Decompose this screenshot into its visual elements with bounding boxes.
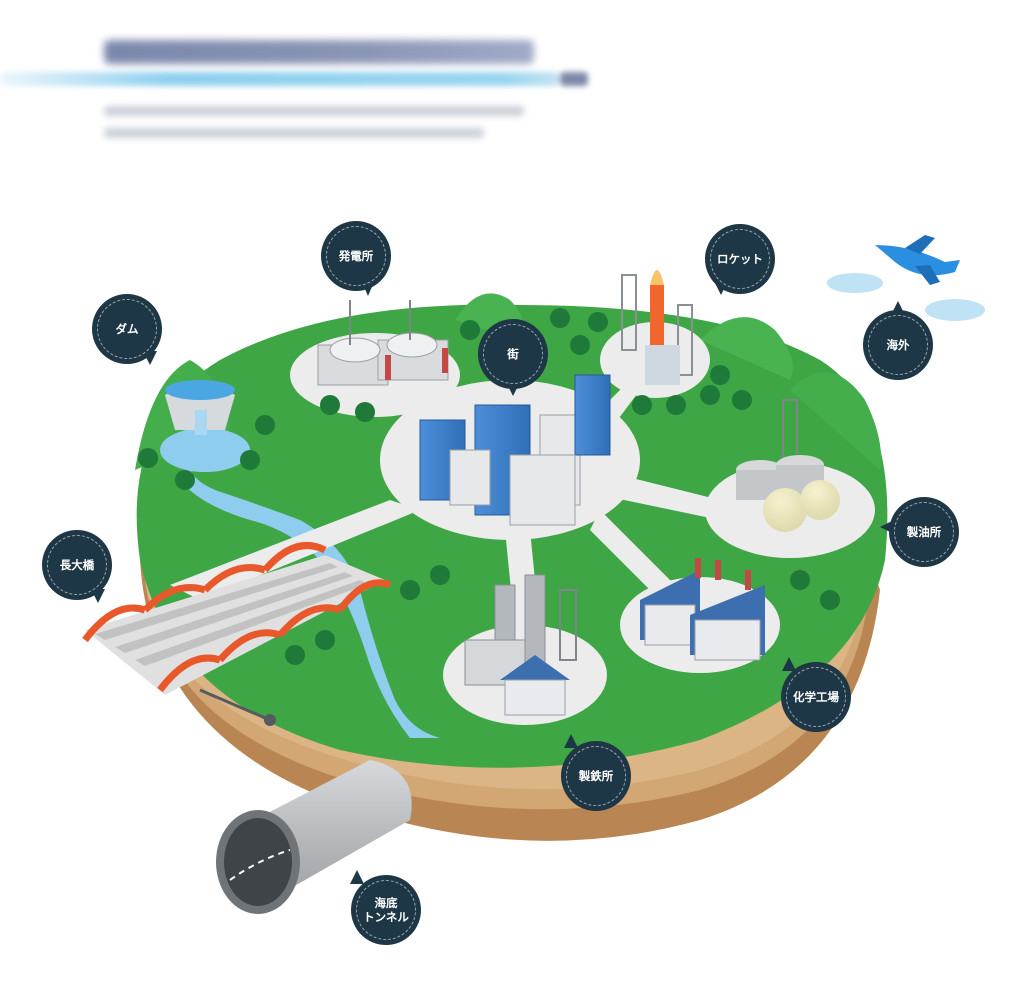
trees [138, 308, 840, 665]
label-undersea-tunnel-text: 海底 トンネル [363, 895, 409, 924]
steel-works [464, 574, 577, 716]
label-rocket: ロケット [706, 225, 774, 295]
label-city: 街 [479, 320, 547, 396]
blurred-text-line-2 [104, 128, 484, 138]
label-overseas: 海外 [864, 301, 932, 379]
label-chemical-plant: 化学工場 [782, 657, 850, 731]
blurred-heading-underline [0, 72, 560, 86]
label-power-plant: 発電所 [322, 222, 390, 296]
label-steel-works: 製鉄所 [562, 734, 630, 810]
label-dam: ダム [93, 295, 161, 365]
chemical-plant [640, 558, 765, 661]
dam [165, 380, 235, 435]
label-long-bridge: 長大橋 [43, 531, 111, 603]
long-bridge [82, 542, 392, 726]
river [160, 428, 440, 738]
undersea-tunnel [216, 760, 412, 914]
label-power-plant-text: 発電所 [338, 248, 374, 263]
label-refinery-text: 製油所 [906, 524, 942, 539]
refinery [736, 399, 840, 532]
power-plant [317, 300, 449, 386]
label-overseas-text: 海外 [886, 337, 910, 352]
airplane [875, 235, 960, 285]
blurred-text-line-1 [104, 106, 524, 116]
label-undersea-tunnel: 海底 トンネル [350, 870, 420, 944]
label-rocket-text: ロケット [717, 251, 763, 266]
blurred-heading [104, 40, 534, 64]
label-city-text: 街 [507, 346, 519, 361]
label-chemical-plant-text: 化学工場 [793, 689, 839, 704]
label-steel-works-text: 製鉄所 [578, 768, 614, 783]
rocket [621, 270, 693, 385]
label-dam-text: ダム [115, 321, 139, 336]
label-long-bridge-text: 長大橋 [59, 557, 95, 572]
clouds [827, 273, 985, 321]
city-buildings [419, 374, 611, 526]
label-refinery: 製油所 [880, 498, 958, 566]
blurred-underline-end [560, 72, 588, 86]
